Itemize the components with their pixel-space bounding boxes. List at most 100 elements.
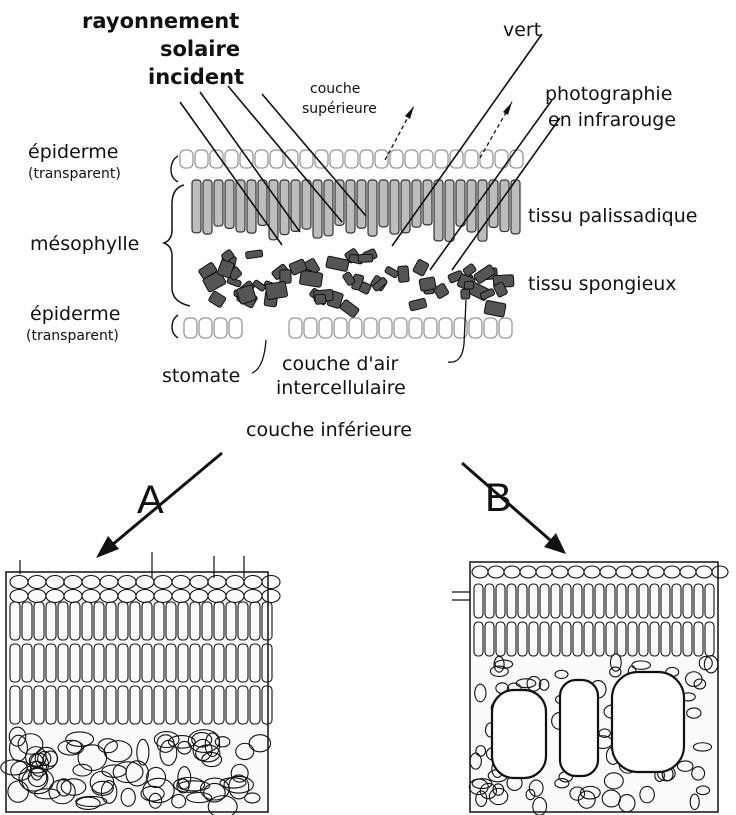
palisade-cell <box>511 180 520 234</box>
label-incident: incident <box>148 65 244 89</box>
mesophyll-bracket <box>164 185 190 306</box>
palisade-cell <box>302 180 311 229</box>
epidermis-cell <box>394 318 407 338</box>
epidermis-cell <box>439 318 452 338</box>
epidermis-cell <box>469 318 482 338</box>
label-intercellulaire: intercellulaire <box>276 377 406 399</box>
spongy-cell <box>419 277 436 292</box>
palisade-cell <box>445 180 454 241</box>
spongy-cell <box>464 281 473 289</box>
epidermis-cell <box>424 318 437 338</box>
arrow-b <box>462 463 566 554</box>
epidermis-cell <box>510 150 523 168</box>
label-photographie: photographie <box>545 83 672 105</box>
spongy-cell <box>384 266 399 278</box>
label-rayonnement: rayonnement <box>82 9 239 33</box>
palisade-cell <box>203 180 212 234</box>
epidermis-cell <box>330 150 343 168</box>
micrograph-a <box>1 552 280 815</box>
spongy-cell <box>358 254 373 262</box>
label-tissu-palissadique: tissu palissadique <box>528 205 697 227</box>
spongy-cell <box>398 266 410 283</box>
epidermis-cell <box>409 318 422 338</box>
spongy-cell <box>461 289 470 299</box>
epidermis-cell <box>240 150 253 168</box>
palisade-cell <box>467 180 476 232</box>
epidermis-cell <box>255 150 268 168</box>
spongy-cell <box>412 259 429 277</box>
epidermis-cell <box>480 150 493 168</box>
palisade-cell <box>225 180 234 228</box>
upper-epidermis <box>180 150 523 168</box>
epidermis-cell <box>184 318 197 338</box>
spongy-cell <box>484 300 506 317</box>
palisade-cell <box>357 180 366 228</box>
palisade-tissue <box>192 180 520 241</box>
epidermis-cell <box>214 318 227 338</box>
epidermis-cell <box>334 318 347 338</box>
epidermis-cell <box>379 318 392 338</box>
label-vert: vert <box>503 19 541 41</box>
palisade-cell <box>401 180 410 233</box>
scattered-arrowheads <box>405 102 512 119</box>
spongy-cell <box>245 250 263 259</box>
spongy-cell <box>265 281 288 300</box>
lower-epidermis-bracket <box>172 315 178 338</box>
epidermis-cell <box>405 150 418 168</box>
label-couche-inferieure: couche inférieure <box>246 419 412 441</box>
palisade-cell <box>214 180 223 226</box>
palisade-cell <box>390 180 399 234</box>
palisade-cell <box>368 180 377 236</box>
palisade-cell <box>379 180 388 227</box>
label-tissu-spongieux: tissu spongieux <box>528 273 677 295</box>
spongy-cell <box>326 256 350 272</box>
label-superieure: supérieure <box>302 101 377 117</box>
palisade-cell <box>423 180 432 225</box>
label-transparent-bottom: (transparent) <box>26 328 119 344</box>
micrograph-b <box>452 562 728 815</box>
epidermis-cell <box>289 318 302 338</box>
spongy-cell <box>299 270 323 287</box>
epidermis-cell <box>349 318 362 338</box>
label-epiderme-top: épiderme <box>28 141 118 163</box>
epidermis-cell <box>435 150 448 168</box>
palisade-cell <box>291 180 300 231</box>
spongy-tissue <box>198 248 514 318</box>
spongy-cell <box>208 291 226 308</box>
epidermis-cell <box>360 150 373 168</box>
epidermis-cell <box>484 318 497 338</box>
epidermis-cell <box>390 150 403 168</box>
epidermis-cell <box>499 318 512 338</box>
palisade-cell <box>456 180 465 226</box>
epidermis-cell <box>225 150 238 168</box>
epidermis-cell <box>420 150 433 168</box>
spongy-cell <box>280 270 291 284</box>
epidermis-cell <box>195 150 208 168</box>
label-en-infrarouge: en infrarouge <box>548 109 676 131</box>
palisade-cell <box>346 180 355 233</box>
epidermis-cell <box>465 150 478 168</box>
epidermis-cell <box>304 318 317 338</box>
palisade-cell <box>500 180 509 232</box>
label-couche-top: couche <box>310 81 360 97</box>
spongy-cell <box>473 264 495 284</box>
label-epiderme-bottom: épiderme <box>30 303 120 325</box>
label-stomate: stomate <box>162 365 240 387</box>
spongy-cell <box>339 299 359 318</box>
epidermis-cell <box>229 318 242 338</box>
epidermis-cell <box>364 318 377 338</box>
epidermis-cell <box>270 150 283 168</box>
epidermis-cell <box>450 150 463 168</box>
label-couche-dair: couche d'air <box>282 353 399 375</box>
spongy-cell <box>409 298 427 311</box>
palisade-cell <box>269 180 278 240</box>
label-letter-a: A <box>137 478 164 522</box>
label-letter-b: B <box>485 476 512 520</box>
palisade-cell <box>434 180 443 241</box>
epidermis-cell <box>319 318 332 338</box>
palisade-cell <box>412 180 421 227</box>
label-mesophylle: mésophylle <box>30 233 139 255</box>
epidermis-cell <box>180 150 193 168</box>
upper-epidermis-bracket <box>171 156 178 182</box>
